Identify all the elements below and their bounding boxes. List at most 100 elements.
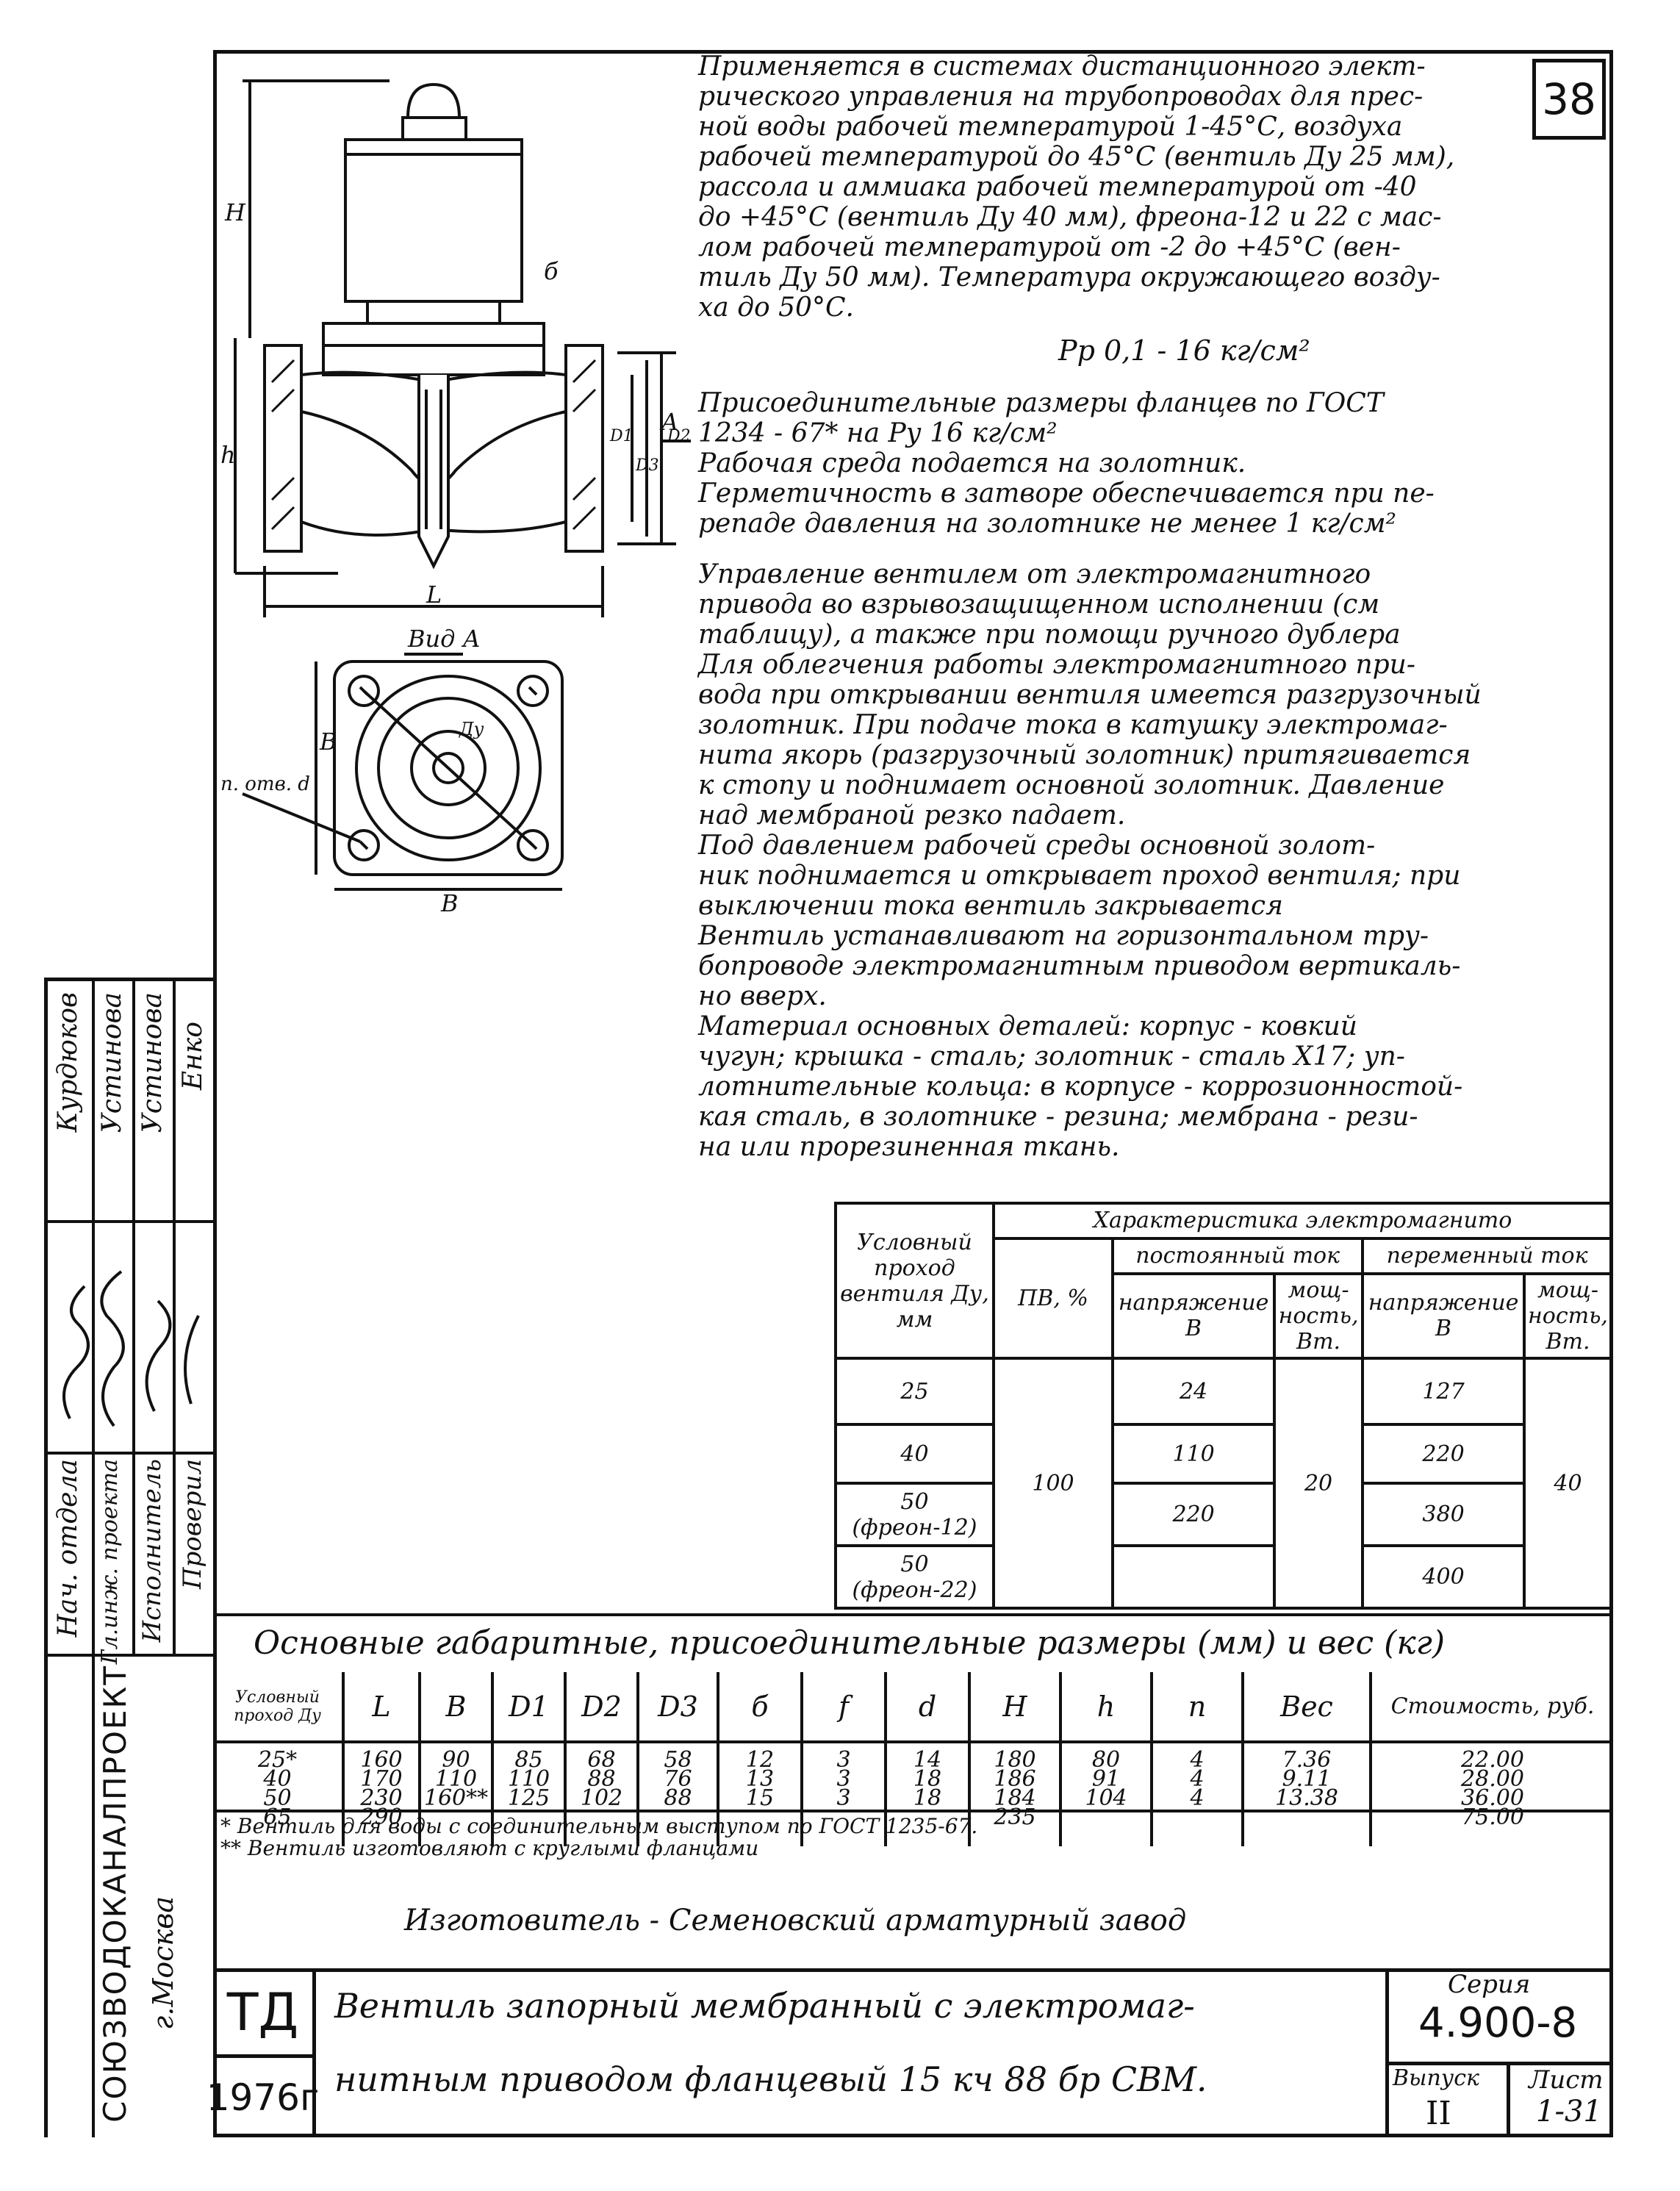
dims-header: Условный проход Ду bbox=[213, 1672, 343, 1743]
label-h: h bbox=[220, 441, 236, 469]
dc-header: постоянный ток bbox=[1111, 1236, 1365, 1275]
divider bbox=[1385, 2062, 1613, 2065]
dims-header: d bbox=[884, 1672, 969, 1743]
ac-power-header: мощ-ность, Вт. bbox=[1523, 1272, 1613, 1360]
dims-header: h bbox=[1059, 1672, 1152, 1743]
label-dy: Ду bbox=[459, 719, 484, 739]
separator bbox=[213, 1968, 1613, 1972]
role-head: Нач. отдела bbox=[53, 1459, 83, 1638]
title-line-1: Вентиль запорный мембранный с электромаг… bbox=[334, 1986, 1195, 2026]
td-mark: ТД bbox=[213, 1970, 316, 2058]
row-ac-v: 380 bbox=[1361, 1482, 1526, 1548]
stamp-strip: СОЮЗВОДОКАНАЛПРОЕКТ г.Москва Нач. отдела… bbox=[44, 978, 213, 2137]
sheet-label: Лист bbox=[1529, 2065, 1604, 2095]
sheet-number: 38 bbox=[1532, 59, 1606, 140]
dims-header: Стоимость, руб. bbox=[1369, 1672, 1613, 1743]
signatures bbox=[62, 1270, 200, 1427]
label-D2: D2 bbox=[667, 427, 691, 445]
title-line-2: нитным приводом фланцевый 15 кч 88 бр СВ… bbox=[334, 2059, 1207, 2099]
dims-header: B bbox=[418, 1672, 492, 1743]
divider bbox=[1385, 1970, 1389, 2137]
role-executor: Исполнитель bbox=[137, 1459, 167, 1643]
label-L: L bbox=[426, 581, 442, 609]
row-dy: 50 (фреон-12) bbox=[834, 1482, 995, 1548]
row-dy: 25 bbox=[834, 1357, 995, 1427]
title-block: ТД 1976г Вентиль запорный мембранный с э… bbox=[207, 1970, 1613, 2137]
description: Применяется в системах дистанционного эл… bbox=[698, 51, 1602, 1162]
row-dc-v: 24 bbox=[1111, 1357, 1277, 1427]
row-dy: 40 bbox=[834, 1423, 995, 1485]
series-value: 4.900-8 bbox=[1418, 1999, 1578, 2047]
row-dc-v bbox=[1111, 1546, 1277, 1610]
dims-header: f bbox=[800, 1672, 886, 1743]
pv-value: 100 bbox=[991, 1357, 1115, 1610]
label-H: H bbox=[224, 198, 246, 226]
row-ac-v: 127 bbox=[1361, 1357, 1526, 1427]
separator bbox=[213, 1613, 1613, 1616]
label-D3: D3 bbox=[635, 456, 659, 475]
name-executor: Устинова bbox=[137, 992, 168, 1133]
issue-value: II bbox=[1426, 2095, 1451, 2132]
col-dy-header: Условный проход вентиля Ду, мм bbox=[834, 1201, 995, 1360]
row-dc-v: 110 bbox=[1111, 1423, 1277, 1485]
label-B-bottom: B bbox=[440, 889, 459, 917]
pressure-range: Рр 0,1 - 16 кг/см² bbox=[1058, 334, 1310, 367]
series-label: Серия bbox=[1448, 1970, 1531, 1999]
ac-header: переменный ток bbox=[1361, 1236, 1613, 1275]
name-checker: Енко bbox=[178, 1022, 208, 1091]
label-holes: n. отв. d bbox=[220, 773, 310, 795]
dims-header: n bbox=[1150, 1672, 1243, 1743]
footnote-1: * Вентиль для воды с соединительным выст… bbox=[220, 1814, 978, 1838]
name-chief-engineer: Устинова bbox=[97, 992, 127, 1133]
dims-header: D1 bbox=[491, 1672, 565, 1743]
footnotes: * Вентиль для воды с соединительным выст… bbox=[220, 1815, 977, 1860]
dimensions-table: Условный проход Ду L B D1 D2 D3 б f d H … bbox=[213, 1672, 1613, 1846]
row-ac-v: 400 bbox=[1361, 1544, 1526, 1610]
label-A: A bbox=[659, 408, 678, 436]
issue-label: Выпуск bbox=[1393, 2065, 1479, 2091]
valve-drawing: H h L б A D1 D2 D3 Вид А n. отв. d B B Д… bbox=[220, 79, 691, 917]
description-p3: Управление вентилем от электромагнитного… bbox=[698, 559, 1482, 1162]
row-dc-v: 220 bbox=[1111, 1482, 1277, 1548]
drawing-frame bbox=[213, 50, 1613, 2137]
row-ac-v: 220 bbox=[1361, 1423, 1526, 1485]
label-b: б bbox=[544, 257, 559, 285]
footnote-2: ** Вентиль изготовляют с круглыми фланца… bbox=[220, 1836, 759, 1860]
ac-voltage-header: напряжение В bbox=[1361, 1272, 1526, 1360]
row-dy: 50 (фреон-22) bbox=[834, 1544, 995, 1610]
label-view-a: Вид А bbox=[407, 625, 481, 653]
ac-power: 40 bbox=[1523, 1357, 1613, 1610]
dc-power-header: мощ-ность, Вт. bbox=[1273, 1272, 1365, 1360]
dims-header: б bbox=[717, 1672, 802, 1743]
description-p1: Применяется в системах дистанционного эл… bbox=[698, 51, 1455, 323]
city: г.Москва bbox=[147, 1896, 179, 2030]
char-header: Характеристика электромагнито bbox=[991, 1202, 1614, 1240]
role-chief-engineer: Гл.инж. проекта bbox=[97, 1459, 123, 1665]
label-D1: D1 bbox=[609, 427, 633, 445]
manufacturer: Изготовитель - Семеновский арматурный за… bbox=[404, 1904, 1187, 1937]
dc-power: 20 bbox=[1273, 1357, 1365, 1610]
dc-voltage-header: напряжение В bbox=[1111, 1272, 1277, 1360]
label-B-side: B bbox=[319, 728, 337, 756]
description-p2: Присоединительные размеры фланцев по ГОС… bbox=[698, 388, 1435, 539]
org-name: СОЮЗВОДОКАНАЛПРОЕКТ bbox=[97, 1665, 133, 2123]
dims-header: D3 bbox=[636, 1672, 718, 1743]
dims-title: Основные габаритные, присоединительные р… bbox=[254, 1624, 1446, 1662]
year: 1976г bbox=[207, 2058, 319, 2137]
divider bbox=[1507, 2062, 1510, 2137]
sheet-value: 1-31 bbox=[1536, 2095, 1602, 2129]
